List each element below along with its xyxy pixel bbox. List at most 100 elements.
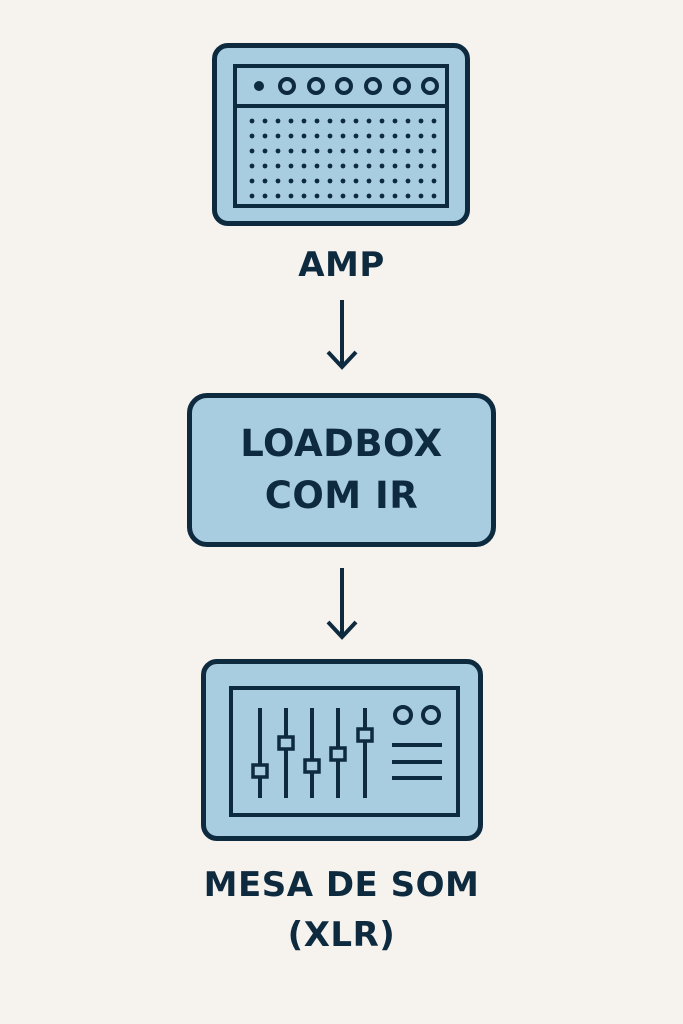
amp-knob-5 xyxy=(393,77,411,95)
grille-dot xyxy=(327,133,333,139)
grille-dot xyxy=(275,118,281,124)
mixer-label-line1: MESA DE SOM xyxy=(203,865,480,905)
grille-dot xyxy=(418,133,424,139)
fader-knob-4 xyxy=(329,746,347,762)
grille-dot xyxy=(340,118,346,124)
amp-knob-4 xyxy=(364,77,382,95)
grille-dot xyxy=(314,163,320,169)
grille-dot xyxy=(314,118,320,124)
grille-dot xyxy=(418,118,424,124)
grille-dot xyxy=(353,163,359,169)
grille-dot xyxy=(379,133,385,139)
grille-dot xyxy=(366,118,372,124)
grille-dot xyxy=(288,133,294,139)
grille-dot xyxy=(431,163,437,169)
grille-dot xyxy=(301,118,307,124)
grille-dot xyxy=(405,148,411,154)
grille-dot xyxy=(262,133,268,139)
amp-node xyxy=(212,43,470,226)
amp-knob-2 xyxy=(307,77,325,95)
grille-dot xyxy=(431,148,437,154)
grille-dot xyxy=(275,193,281,199)
fader-knob-3 xyxy=(303,758,321,774)
grille-dot xyxy=(379,163,385,169)
grille-dot xyxy=(275,148,281,154)
grille-dot xyxy=(418,193,424,199)
grille-dot xyxy=(418,178,424,184)
grille-dot xyxy=(288,148,294,154)
grille-dot xyxy=(288,163,294,169)
amp-knob-1 xyxy=(278,77,296,95)
grille-dot xyxy=(353,178,359,184)
amplifier-icon xyxy=(233,64,449,208)
grille-dot xyxy=(275,163,281,169)
grille-dot xyxy=(301,178,307,184)
loadbox-node: LOADBOX COM IR xyxy=(187,393,496,547)
grille-dot xyxy=(340,193,346,199)
grille-dot xyxy=(340,133,346,139)
mixing-console-icon xyxy=(229,686,460,817)
fader-knob-2 xyxy=(277,735,295,751)
grille-dot xyxy=(366,178,372,184)
grille-dot xyxy=(327,148,333,154)
grille-dot xyxy=(405,133,411,139)
grille-dot xyxy=(392,178,398,184)
grille-dot xyxy=(392,148,398,154)
grille-dot xyxy=(431,178,437,184)
grille-dot xyxy=(288,193,294,199)
grille-dot xyxy=(314,178,320,184)
grille-dot xyxy=(249,118,255,124)
amp-knob-6 xyxy=(421,77,439,95)
grille-dot xyxy=(379,148,385,154)
grille-dot xyxy=(392,118,398,124)
grille-dot xyxy=(405,193,411,199)
grille-dot xyxy=(262,178,268,184)
amp-label: AMP xyxy=(298,245,385,285)
amp-indicator-light xyxy=(254,81,264,91)
grille-dot xyxy=(249,148,255,154)
grille-dot xyxy=(249,178,255,184)
mixer-label: MESA DE SOM (XLR) xyxy=(0,860,683,960)
mixer-node xyxy=(201,659,483,841)
grille-dot xyxy=(392,193,398,199)
grille-dot xyxy=(379,118,385,124)
grille-dot xyxy=(431,133,437,139)
grille-dot xyxy=(353,118,359,124)
grille-dot xyxy=(431,193,437,199)
grille-dot xyxy=(301,133,307,139)
grille-dot xyxy=(366,193,372,199)
grille-dot xyxy=(249,133,255,139)
grille-dot xyxy=(340,178,346,184)
grille-dot xyxy=(366,148,372,154)
grille-dot xyxy=(249,193,255,199)
grille-dot xyxy=(301,193,307,199)
grille-dot xyxy=(288,118,294,124)
grille-dot xyxy=(405,178,411,184)
grille-dot xyxy=(314,193,320,199)
grille-dot xyxy=(314,148,320,154)
grille-dot xyxy=(262,118,268,124)
loadbox-label-line2: COM IR xyxy=(264,474,419,517)
grille-dot xyxy=(366,133,372,139)
grille-dot xyxy=(314,133,320,139)
grille-dot xyxy=(418,148,424,154)
grille-dot xyxy=(379,193,385,199)
grille-dot xyxy=(275,133,281,139)
grille-dot xyxy=(379,178,385,184)
grille-dot xyxy=(392,163,398,169)
grille-dot xyxy=(405,163,411,169)
grille-dot xyxy=(275,178,281,184)
grille-dot xyxy=(366,163,372,169)
grille-dot xyxy=(353,133,359,139)
grille-dot xyxy=(301,163,307,169)
grille-dot xyxy=(327,193,333,199)
grille-dot xyxy=(353,148,359,154)
grille-dot xyxy=(288,178,294,184)
grille-dot xyxy=(327,118,333,124)
mixer-label-line2: (XLR) xyxy=(287,915,396,955)
grille-dot xyxy=(262,148,268,154)
amp-knob-3 xyxy=(335,77,353,95)
grille-dot xyxy=(405,118,411,124)
grille-dot xyxy=(262,163,268,169)
grille-dot xyxy=(353,193,359,199)
